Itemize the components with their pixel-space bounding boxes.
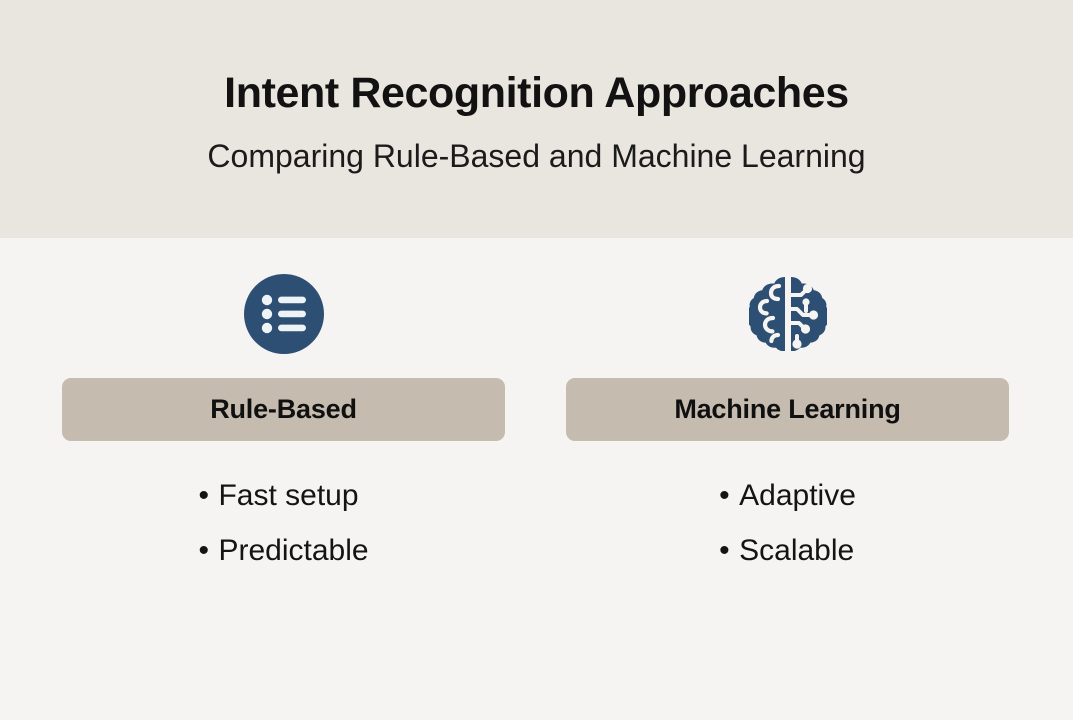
list-item-label: Adaptive (739, 479, 856, 512)
icon-container-machine-learning (566, 273, 1009, 355)
bullet-dot-icon: • (719, 479, 730, 512)
icon-container-rule-based (62, 273, 505, 355)
bullet-list-machine-learning: • Adaptive • Scalable (566, 476, 1009, 586)
content-area: Rule-Based • Fast setup • Predictable (0, 238, 1073, 720)
label-text-machine-learning: Machine Learning (674, 394, 901, 424)
bullet-list-rule-based: • Fast setup • Predictable (62, 476, 505, 586)
bullet-list-inner: • Adaptive • Scalable (719, 476, 856, 586)
bullet-dot-icon: • (198, 534, 209, 567)
list-item-label: Fast setup (218, 479, 359, 512)
label-bar-rule-based[interactable]: Rule-Based (62, 378, 505, 441)
label-text-rule-based: Rule-Based (210, 394, 357, 424)
page-subtitle: Comparing Rule-Based and Machine Learnin… (207, 138, 866, 174)
page-title: Intent Recognition Approaches (224, 69, 849, 117)
list-item: • Adaptive (719, 476, 856, 515)
list-item: • Fast setup (198, 476, 368, 515)
bullet-dot-icon: • (198, 479, 209, 512)
brain-circuit-icon (748, 275, 827, 353)
list-item-label: Predictable (218, 534, 369, 567)
bullet-list-inner: • Fast setup • Predictable (198, 476, 368, 586)
list-item: • Scalable (719, 531, 856, 570)
list-item: • Predictable (198, 531, 368, 570)
header-band: Intent Recognition Approaches Comparing … (0, 0, 1073, 238)
list-item-label: Scalable (739, 534, 855, 567)
bullet-dot-icon: • (719, 534, 730, 567)
label-bar-machine-learning[interactable]: Machine Learning (566, 378, 1009, 441)
bulleted-list-icon (243, 274, 324, 354)
